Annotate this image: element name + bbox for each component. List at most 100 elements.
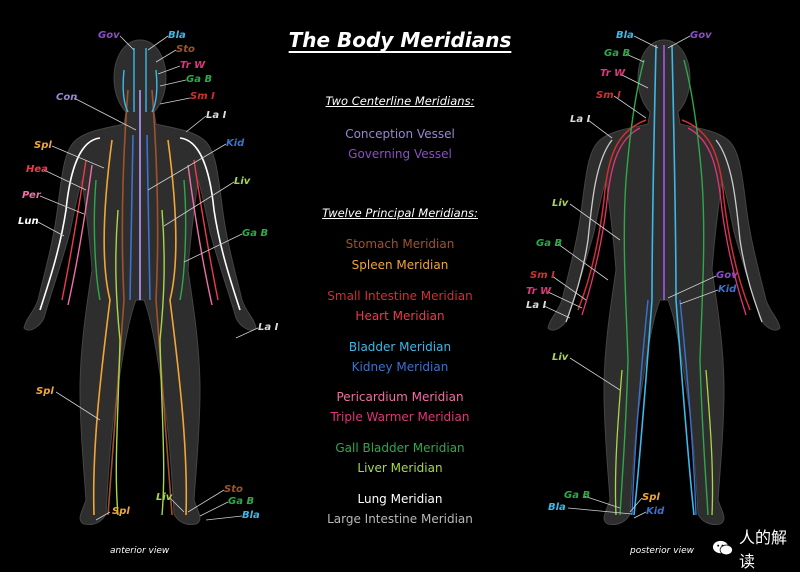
meridian-label: Con: [56, 92, 78, 103]
meridian-item: Gall Bladder Meridian: [335, 441, 465, 455]
leader-a-sto2: [187, 489, 225, 513]
meridian-label: Ga B: [242, 228, 269, 239]
meridian-label: Sm I: [530, 270, 555, 281]
meridian-label: Gov: [98, 30, 120, 41]
leader-p-smi: [613, 95, 647, 119]
meridian-item: Spleen Meridian: [351, 258, 449, 272]
meridian-label: Bla: [548, 502, 566, 513]
meridian-item: Stomach Meridian: [345, 237, 455, 251]
meridian-item: Liver Meridian: [357, 461, 443, 475]
meridian-label: Tr W: [600, 68, 626, 79]
meridian-label: Ga B: [186, 74, 213, 85]
leader-a-kid: [147, 143, 227, 191]
anterior-head-lines: [122, 48, 158, 113]
meridian-label: Spl: [112, 506, 130, 517]
meridian-item: Heart Meridian: [355, 309, 445, 323]
leader-a-lai2: [235, 327, 259, 339]
meridian-item: Small Intestine Meridian: [327, 289, 473, 303]
meridian-item: Kidney Meridian: [351, 360, 449, 374]
leader-p-lai2: [543, 305, 571, 319]
leader-a-sto: [155, 49, 177, 63]
meridian-label: Bla: [242, 510, 260, 521]
leader-a-bla: [147, 35, 169, 51]
leader-a-smi: [159, 97, 191, 105]
meridian-label: Ga B: [536, 238, 563, 249]
meridian-label: Spl: [642, 492, 660, 503]
leader-a-spl3: [95, 511, 111, 521]
meridian-item: Lung Meridian: [357, 492, 443, 506]
anterior-heart-line: [61, 159, 219, 301]
meridian-label: Gov: [690, 30, 712, 41]
meridian-label: La I: [206, 110, 227, 121]
leader-p-smi2: [551, 275, 587, 301]
meridian-item: Conception Vessel: [345, 127, 455, 141]
leader-a-per: [39, 195, 85, 215]
meridian-item: Pericardium Meridian: [336, 390, 464, 404]
meridian-label: Kid: [718, 284, 737, 295]
leader-a-lai: [185, 115, 207, 133]
leader-a-spl: [51, 145, 105, 169]
meridian-item: Bladder Meridian: [348, 340, 452, 354]
meridian-item: Triple Warmer Meridian: [330, 410, 470, 424]
anterior-spleen-line: [92, 139, 188, 516]
leader-p-liv2: [569, 357, 621, 391]
meridian-label: Gov: [716, 270, 738, 281]
leader-p-liv: [569, 203, 621, 241]
meridian-label: Liv: [156, 492, 173, 503]
posterior-kidney-line: [631, 299, 697, 516]
anterior-kidney-line: [129, 134, 151, 301]
meridian-label: Per: [22, 190, 41, 201]
leader-a-gab3: [199, 501, 229, 517]
meridian-label: Hea: [26, 164, 48, 175]
leader-p-gov: [667, 35, 691, 49]
leader-p-bla2: [567, 507, 633, 515]
meridian-label: Kid: [226, 138, 245, 149]
anterior-lung-line: [39, 137, 241, 311]
meridian-label: Bla: [168, 30, 186, 41]
leader-a-spl2: [55, 391, 101, 421]
meridian-label: Liv: [552, 198, 569, 209]
wechat-icon: [712, 540, 733, 556]
meridian-label: Liv: [552, 352, 569, 363]
meridian-label: La I: [526, 300, 547, 311]
meridian-label: Spl: [36, 386, 54, 397]
leader-p-gab: [625, 53, 645, 63]
meridian-label: La I: [570, 114, 591, 125]
leader-a-gab2: [183, 233, 243, 263]
leader-p-bla: [633, 35, 659, 49]
leader-p-gab2: [557, 243, 609, 281]
anterior-pericardium-line: [67, 164, 213, 306]
meridian-label: Bla: [616, 30, 634, 41]
leader-a-gab: [159, 79, 187, 87]
leader-p-trw: [619, 73, 649, 89]
watermark: 人的解读: [712, 524, 800, 572]
leader-a-gov: [119, 35, 135, 51]
anterior-gallbladder-line: [93, 179, 187, 301]
leader-p-gab3: [583, 495, 621, 509]
meridian-label: Sto: [224, 484, 243, 495]
leader-p-kid2: [633, 511, 647, 519]
posterior-view-label: posterior view: [630, 546, 694, 556]
leader-a-con: [73, 97, 137, 131]
meridian-label: Spl: [34, 140, 52, 151]
meridian-label: Kid: [646, 506, 665, 517]
principal-heading: Twelve Principal Meridians:: [322, 206, 478, 220]
leader-p-gov2: [667, 275, 717, 299]
meridian-label: Sm I: [596, 90, 621, 101]
meridian-item: Governing Vessel: [348, 147, 452, 161]
posterior-smallintestine-line: [577, 119, 751, 311]
meridian-label: Lun: [18, 216, 39, 227]
chart-title: The Body Meridians: [288, 28, 512, 52]
watermark-text: 人的解读: [738, 528, 787, 571]
leader-a-liv2: [169, 497, 185, 513]
leader-p-lai: [587, 119, 613, 139]
anterior-view-label: anterior view: [110, 546, 170, 556]
leader-a-lun: [37, 221, 65, 237]
posterior-bladder-line: [633, 44, 695, 516]
meridian-label: Liv: [234, 176, 251, 187]
leader-a-liv: [163, 181, 235, 227]
meridian-label: Sm I: [190, 91, 215, 102]
anterior-liver-line: [115, 209, 165, 516]
